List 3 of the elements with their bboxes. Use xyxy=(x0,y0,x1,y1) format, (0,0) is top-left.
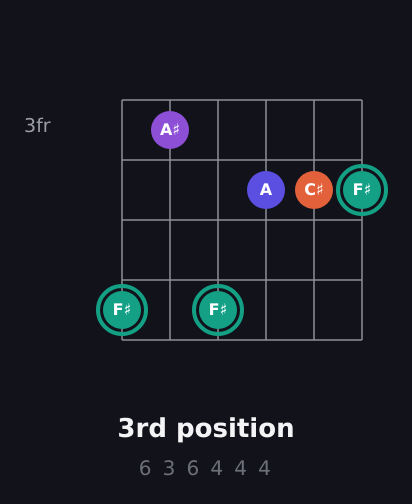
title: 3rd position xyxy=(117,413,295,446)
fret-number: 3fr xyxy=(24,117,51,136)
fingering-caption: 6 3 6 4 4 4 xyxy=(138,456,274,481)
